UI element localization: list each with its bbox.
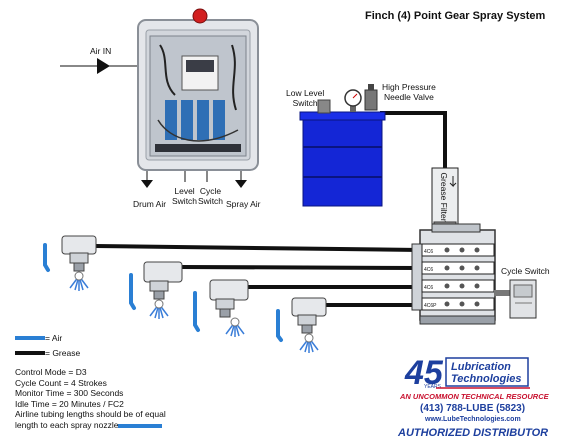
level-switch-label: Level Switch	[172, 186, 197, 206]
air-in-arrow	[97, 58, 110, 74]
hp-needle-valve-label: High Pressure Needle Valve	[382, 82, 436, 102]
divider-block: 4C6 4C6 4C6 4C6P	[411, 223, 510, 325]
level-switch-label-line1: Level	[174, 186, 195, 196]
note-idle-time: Idle Time = 20 Minutes / FC2	[15, 398, 124, 409]
grease-line-1	[94, 244, 421, 252]
logo-years: YEARS	[424, 384, 442, 390]
low-level-switch-label-line2: Switch	[292, 98, 318, 108]
spray-nozzle-2	[143, 261, 183, 319]
logo-website: www.LubeTechnologies.com	[424, 416, 521, 423]
spray-air-label: Spray Air	[226, 199, 261, 209]
air-line-1	[43, 243, 50, 272]
company-logo: 45 YEARS Lubrication Technologies AN UNC…	[397, 354, 550, 439]
level-switch-label-line2: Switch	[172, 196, 198, 206]
spray-nozzle-4	[291, 297, 327, 353]
settings-notes: Control Mode = D3 Cycle Count = 4 Stroke…	[15, 367, 166, 431]
note-airline-1: Airline tubing lengths should be of equa…	[15, 409, 166, 420]
indicator-light	[192, 8, 208, 24]
cycle-switch-label-line1: Cycle	[199, 186, 222, 196]
drum-air-arrow	[141, 180, 153, 188]
grease-filter-label: Grease Filter	[439, 172, 449, 222]
spray-nozzles	[61, 235, 327, 353]
note-monitor-time: Monitor Time = 300 Seconds	[15, 388, 124, 399]
logo-line1: Lubrication	[451, 361, 511, 373]
air-in-label: Air IN	[90, 46, 112, 56]
spray-air-arrow	[235, 180, 247, 188]
logo-tagline: AN UNCOMMON TECHNICAL RESOURCE	[399, 392, 550, 401]
port-label-3: 4C6	[424, 285, 433, 291]
low-level-switch-label-line1: Low Level	[286, 88, 325, 98]
cycle-switch-device	[509, 279, 537, 319]
logo-line2: Technologies	[451, 373, 522, 385]
cycle-switch-right-label: Cycle Switch	[501, 266, 550, 276]
grease-feed-line	[380, 111, 447, 170]
cycle-switch-label: Cycle Switch	[198, 186, 223, 206]
grease-drum	[299, 84, 386, 207]
note-control-mode: Control Mode = D3	[15, 367, 87, 377]
logo-phone: (413) 788-LUBE (5823)	[420, 403, 525, 414]
air-line-2	[129, 273, 136, 310]
low-level-switch-label: Low Level Switch	[286, 88, 324, 108]
legend-air-label: = Air	[45, 333, 63, 343]
cycle-switch-label-line2: Switch	[198, 196, 224, 206]
grease-line-2	[179, 265, 421, 270]
drum-air-label: Drum Air	[133, 199, 167, 209]
legend-grease-label: = Grease	[45, 348, 81, 358]
note-airline-2: length to each spray nozzle	[15, 419, 119, 430]
spray-nozzle-3	[209, 279, 249, 337]
hp-needle-valve-label-line1: High Pressure	[382, 82, 436, 92]
diagram-title: Finch (4) Point Gear Spray System	[365, 10, 546, 22]
control-box	[137, 8, 259, 171]
port-label-1: 4C6	[424, 249, 433, 255]
hp-needle-valve-label-line2: Needle Valve	[383, 92, 434, 102]
air-lines	[43, 243, 283, 342]
air-line-4	[276, 309, 283, 342]
grease-lines	[94, 111, 447, 307]
spray-nozzle-1	[61, 235, 97, 291]
air-line-3	[193, 291, 200, 332]
note-cycle-count: Cycle Count = 4 Strokes	[15, 377, 107, 388]
port-label-4: 4C6P	[424, 303, 437, 309]
port-label-2: 4C6	[424, 267, 433, 273]
logo-distributor: AUTHORIZED DISTRIBUTOR	[397, 427, 548, 439]
logo-number: 45	[404, 354, 444, 392]
